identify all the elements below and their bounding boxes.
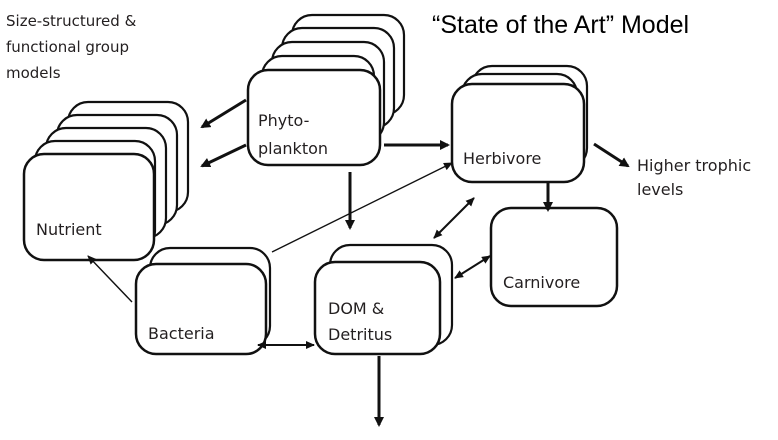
arrow-herbivore-dom [433, 197, 475, 239]
flow-arrows [87, 98, 630, 427]
nutrient-label: Nutrient [36, 220, 102, 239]
annotation-line-3: models [6, 64, 61, 82]
phytoplankton-label-line1: Phyto- [258, 111, 309, 130]
arrow-phyto-to-nutrient-1 [200, 98, 247, 129]
nutrient-node: Nutrient [22, 100, 190, 262]
annotation-line-1: Size-structured & [6, 12, 137, 30]
herbivore-node: Herbivore [450, 64, 589, 184]
annotation-line-2: functional group [6, 38, 129, 56]
higher-trophic-label-line2: levels [637, 180, 683, 199]
carnivore-node: Carnivore [489, 206, 619, 308]
phytoplankton-node: Phyto- plankton [246, 13, 406, 167]
higher-trophic-label-line1: Higher trophic [637, 156, 751, 175]
arrow-phyto-to-nutrient-2 [200, 143, 247, 168]
dom-detritus-node: DOM & Detritus [313, 243, 454, 356]
page-title: “State of the Art” Model [432, 11, 689, 39]
arrow-bacteria-to-herbivore [271, 162, 453, 253]
phytoplankton-label-line2: plankton [258, 139, 328, 158]
arrow-herbivore-to-higher [593, 142, 630, 168]
dom-label-line1: DOM & [328, 299, 384, 318]
bacteria-label: Bacteria [148, 324, 215, 343]
arrow-carnivore-dom [454, 255, 491, 279]
dom-label-line2: Detritus [328, 325, 392, 344]
arrow-bacteria-to-nutrient [87, 255, 133, 303]
herbivore-label: Herbivore [463, 149, 541, 168]
model-type-annotation: Size-structured & functional group model… [6, 12, 137, 82]
bacteria-node: Bacteria [134, 246, 272, 356]
carnivore-label: Carnivore [503, 273, 580, 292]
